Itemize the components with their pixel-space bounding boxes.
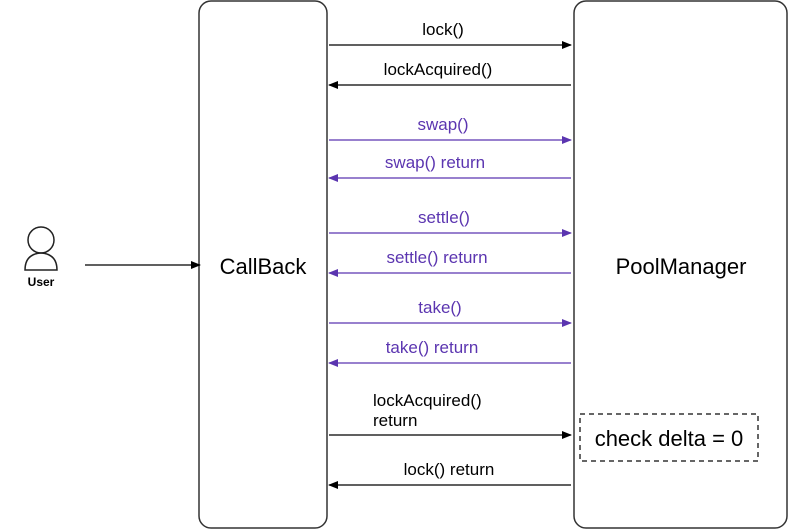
pool-manager-label: PoolManager [616,254,747,279]
message-label: swap() [417,115,468,134]
message-label: lockAcquired() [384,60,493,79]
check-delta-box [579,413,759,462]
user-label: User [28,275,55,289]
pool-manager-box [573,0,788,529]
message-group: lock() lockAcquired() swap() swap() return s… [328,20,572,489]
check-delta-label: check delta = 0 [595,426,744,451]
person-icon [24,226,58,271]
message-label: lock() [422,20,464,39]
message-label: take() return [386,338,479,357]
message-label: return [373,411,417,430]
message-label: lockAcquired() [373,391,482,410]
message-label: settle() return [386,248,487,267]
message-label: lock() return [404,460,495,479]
message-label: swap() return [385,153,485,172]
message-label: settle() [418,208,470,227]
message-label: take() [418,298,461,317]
callback-label: CallBack [220,254,308,279]
